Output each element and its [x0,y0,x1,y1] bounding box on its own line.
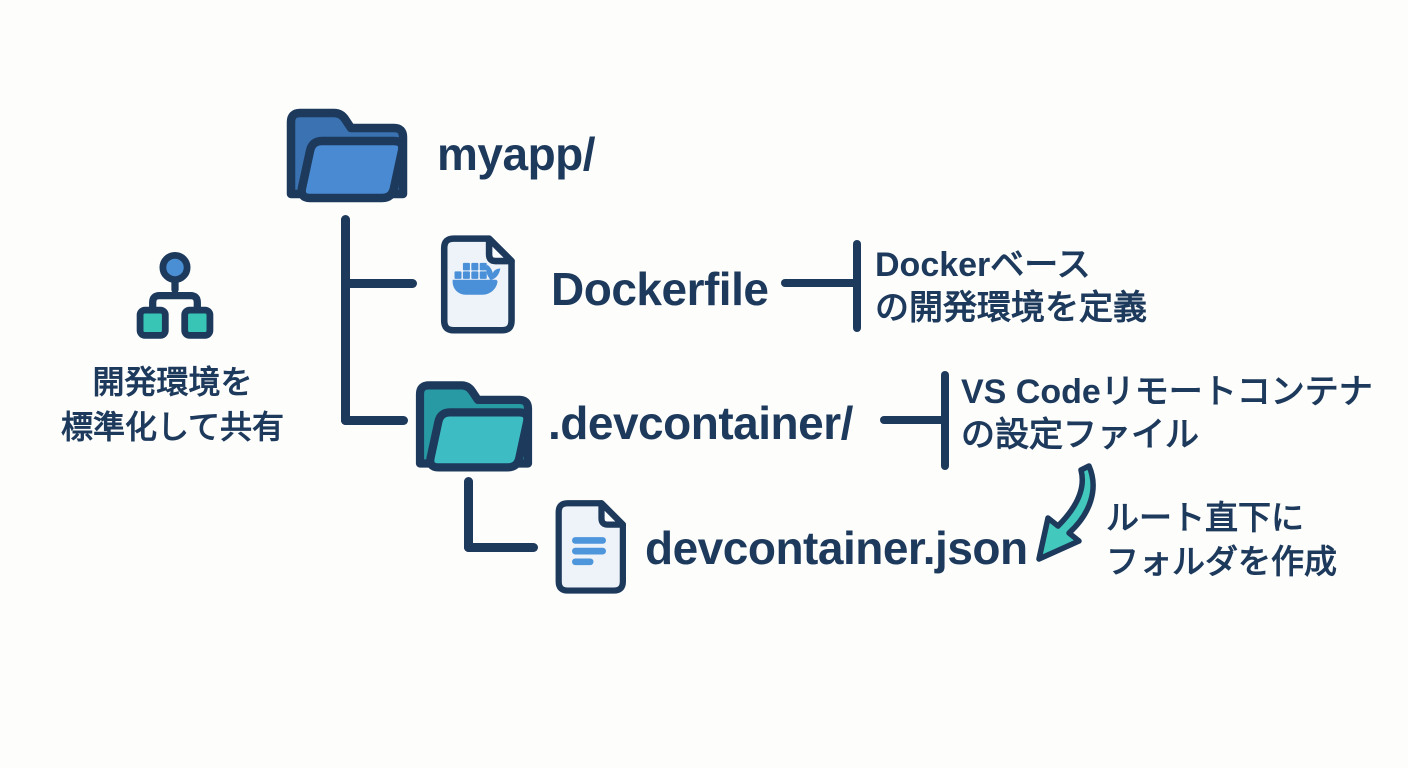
docker-whale-glyph [452,262,501,295]
dockerfile-note-line2: の開発環境を定義 [875,289,1147,328]
side-caption-line2: 標準化して共有 [60,409,285,446]
tree-branch-devcontainer-line [341,416,408,425]
dockerfile-note-line1: Dockerベース [875,246,1091,284]
dockerfile-note-connector-line [781,279,859,287]
hierarchy-icon [136,251,214,339]
dockerfile-note-bar [853,240,861,332]
dockerfile-label: Dockerfile [551,263,769,315]
arrow-note-line2: フォルダを作成 [1106,542,1337,580]
open-folder-icon [415,381,533,472]
dockerfile-note: Dockerベース の開発環境を定義 [875,244,1147,330]
document-text-lines [572,537,606,566]
tree-branch-json-line [464,543,538,552]
side-caption: 開発環境を 標準化して共有 [20,360,325,451]
curved-arrow-icon [1036,463,1096,562]
side-caption-line1: 開発環境を [92,364,253,400]
devcontainer-note-bar [941,371,949,470]
tree-trunk-line [341,215,350,425]
devcontainer-folder-label: .devcontainer/ [548,397,853,449]
arrow-note-line1: ルート直下に [1106,499,1304,536]
devcontainer-note-connector-line [880,416,948,424]
tree-sub-trunk-line [464,477,473,552]
root-folder-label: myapp/ [437,128,596,180]
document-icon [555,500,626,594]
dockerfile-whale-icon [440,235,515,334]
arrow-note: ルート直下に フォルダを作成 [1106,496,1337,584]
devcontainer-note: VS Codeリモートコンテナ の設定ファイル [961,371,1373,457]
devcontainer-note-line2: の設定ファイル [961,416,1199,455]
devcontainer-note-line1: VS Codeリモートコンテナ [961,373,1373,411]
open-folder-icon [286,108,408,203]
json-file-label: devcontainer.json [645,522,1028,574]
tree-branch-dockerfile-line [341,279,417,288]
